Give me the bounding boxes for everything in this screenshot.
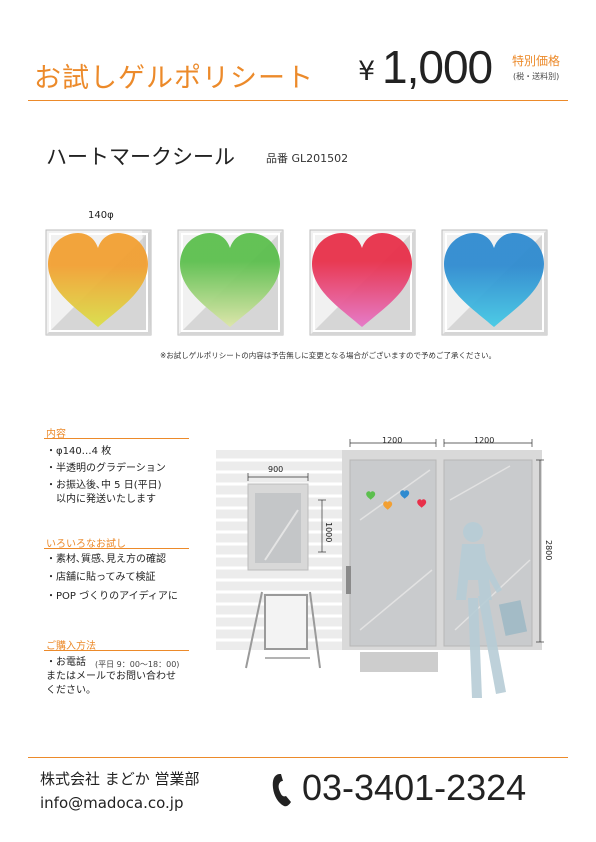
list-item: ・素材､質感､見え方の確認 — [46, 554, 166, 565]
price-value: 1,000 — [382, 41, 493, 93]
dimension-window-height: 1000 — [324, 522, 333, 543]
contact-phone[interactable]: 03-3401-2324 — [302, 767, 527, 808]
heart-sample-green — [177, 229, 284, 336]
purchase-line: またはメールでお問い合わせ — [46, 671, 176, 682]
contact-email[interactable]: info@madoca.co.jp — [40, 794, 184, 812]
company-name: 株式会社 まどか 営業部 — [40, 770, 200, 788]
flyer-title: お試しゲルポリシート — [34, 63, 314, 94]
dimension-door-1: 1200 — [382, 436, 403, 445]
purchase-heading: ご購入方法 — [46, 641, 96, 652]
uses-heading: いろいろなお試し — [46, 539, 126, 550]
heart-samples — [45, 229, 548, 336]
special-price-label: 特別価格 — [512, 54, 561, 68]
purchase-line: ください。 — [46, 685, 96, 696]
purchase-phone-label: ・お電話 — [46, 657, 86, 668]
dimension-door-2: 1200 — [474, 436, 495, 445]
walking-person — [456, 522, 528, 698]
purchase-divider — [44, 650, 189, 651]
heart-sample-orange — [45, 229, 152, 336]
list-item: 以内に発送いたします — [56, 494, 156, 505]
list-item: ・お振込後､中 5 日(平日) — [46, 480, 162, 491]
product-code: 品番 GL201502 — [266, 152, 349, 165]
small-window — [247, 483, 309, 571]
uses-divider — [44, 548, 189, 549]
list-item: ・店舗に貼ってみて検証 — [46, 572, 156, 583]
size-label: 140φ — [88, 210, 114, 221]
heart-sample-blue — [441, 229, 548, 336]
header-divider — [28, 100, 568, 101]
tax-note: (税・送料別) — [513, 72, 560, 81]
heart-sample-red — [309, 229, 416, 336]
contents-divider — [44, 438, 189, 439]
contents-heading: 内容 — [46, 429, 66, 440]
dimension-height: 2800 — [544, 540, 553, 561]
list-item: ・φ140…4 枚 — [46, 446, 112, 457]
dimension-window-width: 900 — [268, 465, 284, 474]
purchase-hours: (平日 9：00～18：00) — [95, 660, 180, 669]
shop-front — [342, 450, 542, 672]
price-currency: ¥ — [358, 56, 376, 87]
phone-icon — [272, 774, 291, 807]
door-heart-stickers — [366, 490, 427, 510]
footer-divider — [28, 757, 568, 758]
product-name: ハートマークシール — [46, 145, 235, 169]
storefront-illustration — [216, 439, 544, 698]
list-item: ・半透明のグラデーション — [46, 463, 166, 474]
list-item: ・POP づくりのアイディアに — [46, 591, 178, 602]
sidewalk-sign — [245, 591, 321, 669]
disclaimer-notice: ※お試しゲルポリシートの内容は予告無しに変更となる場合がございますので予めご了承… — [160, 351, 497, 360]
